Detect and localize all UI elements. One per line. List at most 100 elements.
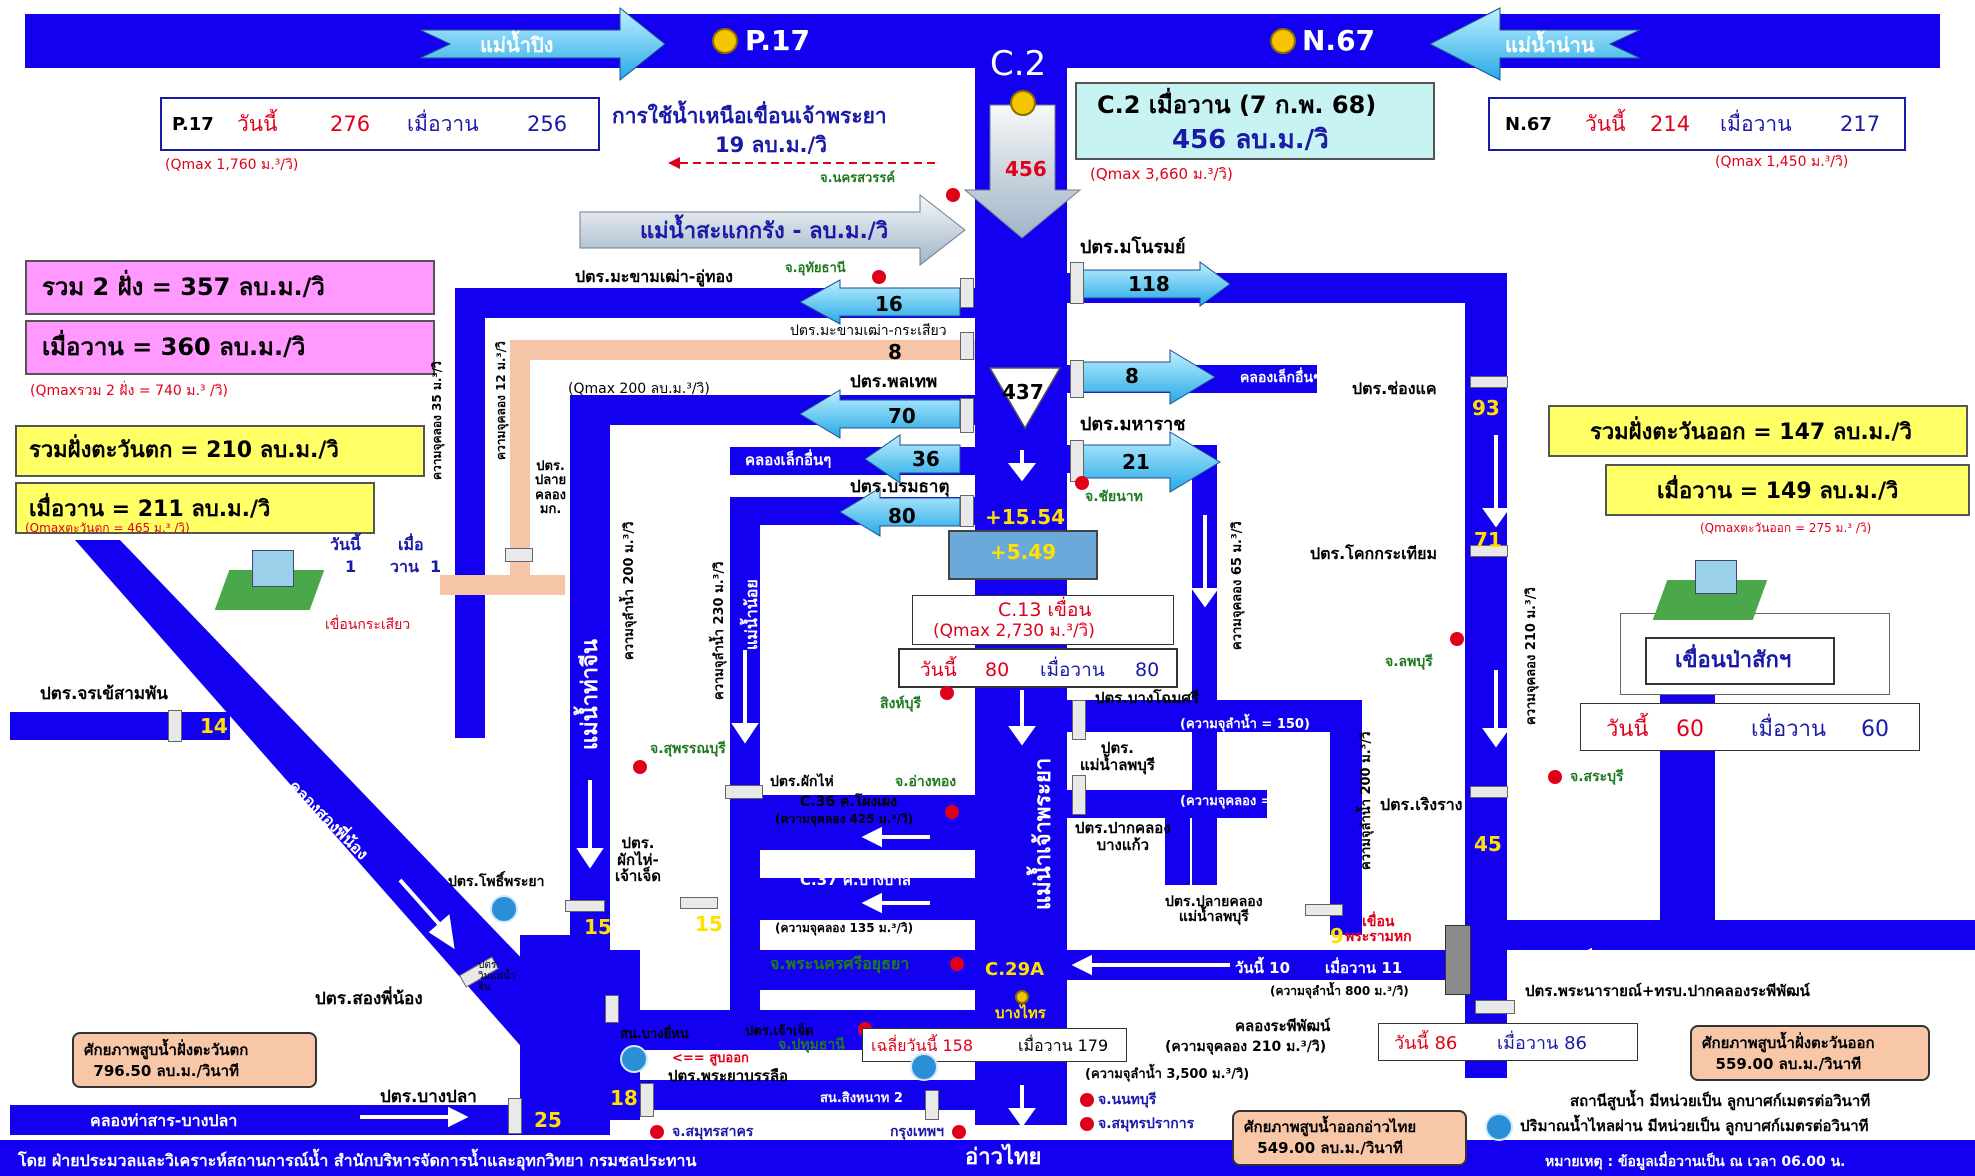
- pump-out-label: <== สูบออก: [672, 1051, 749, 1066]
- gate-phraya-banlue-icon: [640, 1083, 654, 1117]
- c36-capacity: (ความจุคลอง 425 ม.³/วิ): [775, 812, 914, 826]
- jorakhe-canal: [10, 712, 230, 740]
- gate-phonlathep-value: 70: [888, 404, 916, 428]
- pasak-dam-icon: [1652, 560, 1770, 620]
- gate-maharaj-value: 21: [1122, 450, 1150, 474]
- n67-yesterday-label: เมื่อวาน: [1720, 112, 1792, 136]
- gate-maharaj-name: ปตร.มหาราช: [1080, 414, 1186, 435]
- total-yesterday-box: เมื่อวาน = 360 ลบ.ม./วิ: [25, 320, 435, 375]
- pump-gulf-box: ศักยภาพสูบน้ำออกอ่าวไทย 549.00 ลบ.ม./วิน…: [1232, 1110, 1467, 1166]
- capacity-800: (ความจุลำน้ำ 800 ม.³/วิ): [1270, 984, 1409, 998]
- samut-sakhon-dot: [650, 1125, 664, 1139]
- gate-lek-east-name: คลองเล็กอื่นๆ: [1240, 370, 1321, 386]
- samut-sakhon-label: จ.สมุทรสาคร: [672, 1124, 754, 1140]
- gate-plai-khlong-lopburi-icon: [1305, 904, 1343, 916]
- ping-arrow: [419, 6, 666, 82]
- gate-song-phi-nong-name: ปตร.สองพี่น้อง: [315, 989, 423, 1009]
- gate-phak-hai-chaochet-value: 15: [695, 912, 723, 936]
- pump-west-text: ศักยภาพสูบน้ำฝั่งตะวันตก 796.50 ลบ.ม./วิ…: [84, 1041, 249, 1080]
- raphiphat-label: คลองระพีพัฒน์: [1235, 1017, 1331, 1035]
- gate-phak-hai-chaochet-name: ปตร. ผักไห่- เจ้าเจ็ด: [615, 834, 661, 885]
- bang-sai-label: บางไทร: [995, 1004, 1046, 1022]
- phong-pheng-canal: [760, 795, 975, 850]
- gate-manorom-value: 118: [1128, 272, 1170, 296]
- krasiao-today-label: วันนี้: [330, 535, 361, 554]
- rama6-today: วันนี้ 10: [1235, 959, 1291, 977]
- c36-label: C.36 ค.โผงเผง: [800, 794, 898, 810]
- ang-thong-dot: [945, 805, 959, 819]
- c13-yesterday-label: เมื่อวาน: [1040, 659, 1105, 681]
- n67-station-label: N.67: [1302, 24, 1376, 57]
- east-bank-yesterday-box: เมื่อวาน = 149 ลบ.ม./วิ: [1605, 464, 1970, 516]
- c13-today-label: วันนี้: [920, 659, 957, 681]
- bang-khonsri-label: ปตร.บางโฉมศรี: [1095, 689, 1200, 707]
- capacity-150: (ความจุลำน้ำ = 150): [1180, 717, 1310, 732]
- suphan-buri-label: จ.สุพรรณบุรี: [650, 741, 726, 757]
- gate-phra-narai-name: ปตร.พระนารายณ์+ทรบ.ปากคลองระพีพัฒน์: [1525, 982, 1810, 1000]
- pump-west-box: ศักยภาพสูบน้ำฝั่งตะวันตก 796.50 ลบ.ม./วิ…: [72, 1032, 317, 1088]
- arrow-21: [1079, 431, 1221, 493]
- tha-chin-label: แม่น้ำท่าจีน: [578, 639, 603, 750]
- p17-station-icon: [712, 28, 738, 54]
- small-gate-label: ปตร. วิมแม่น้ำ จีน: [478, 960, 516, 993]
- plai-khlong-mok-label: ปตร. ปลาย คลอง มก.: [535, 459, 567, 517]
- gate-jorakhe-value: 14: [200, 714, 228, 738]
- capacity-lopburi-200: ความจุลำน้ำ 200 ม.³/วิ: [1359, 731, 1374, 870]
- n67-yesterday: 217: [1840, 112, 1881, 136]
- west-bank-total: รวมฝั่งตะวันตก = 210 ลบ.ม./วิ: [29, 438, 339, 463]
- pump-station-icon: [1485, 1113, 1513, 1141]
- capacity-noi: ความจุลำน้ำ 230 ม.³/วิ: [712, 561, 727, 700]
- gate-phak-hai-icon: [725, 785, 763, 799]
- c2-box-line1: C.2 เมื่อวาน (7 ก.พ. 68): [1097, 91, 1377, 119]
- raphiphat-today: วันนี้ 86: [1394, 1033, 1458, 1054]
- gate-chong-khae-value: 93: [1472, 396, 1500, 420]
- c37-label: C.37 ค.บางบาล: [800, 871, 911, 889]
- samut-prakan-label: จ.สมุทรปราการ: [1098, 1116, 1195, 1132]
- ping-river-label: แม่น้ำปิง: [480, 33, 554, 57]
- raphiphat-flow-box: วันนี้ 86 เมื่อวาน 86: [1378, 1023, 1638, 1061]
- c2-box-line2: 456 ลบ.ม./วิ: [1172, 125, 1329, 155]
- capacity-3500: (ความจุลำน้ำ 3,500 ม.³/วิ): [1085, 1067, 1250, 1082]
- gate-phra-narai-icon: [1475, 1000, 1515, 1014]
- krasiao-yesterday: 1: [430, 557, 442, 576]
- footer-band: [0, 1140, 1975, 1176]
- krasiao-yesterday-label2: วาน: [390, 557, 419, 576]
- ayutthaya-dot: [950, 957, 964, 971]
- gate-phonlathep-name: ปตร.พลเทพ: [850, 372, 938, 392]
- gate-manorom-icon: [1070, 262, 1084, 304]
- bang-sai-flow-box: เฉลี่ยวันนี้ 158 เมื่อวาน 179: [862, 1028, 1127, 1062]
- gate-bang-khonsri-icon: [1072, 700, 1086, 740]
- gate-roengrang-icon: [1470, 786, 1508, 798]
- sing-buri-dot: [940, 686, 954, 700]
- gate-makham-uthong-value: 16: [875, 292, 903, 316]
- gate-manorom-name: ปตร.มโนรมย์: [1080, 237, 1186, 258]
- n67-box-name: N.67: [1505, 114, 1552, 135]
- arrow-80: [839, 487, 961, 537]
- bangkok-dot: [952, 1125, 966, 1139]
- gate-pho-phraya-value: 15: [584, 915, 612, 939]
- pak-khlong-bang-kaeo-label: ปตร.ปากคลอง บางแก้ว: [1075, 819, 1171, 854]
- nakhon-sawan-dot: [946, 188, 960, 202]
- lopburi-river-v: [1192, 445, 1217, 885]
- gate-bang-pla-value: 25: [534, 1108, 562, 1132]
- phra-ram-hok-dam-icon: [1445, 925, 1471, 995]
- east-bank-total-box: รวมฝั่งตะวันออก = 147 ลบ.ม./วิ: [1548, 405, 1968, 457]
- gate-makham-uthong-icon: [960, 278, 974, 308]
- chao-chet-label: ปตร.เจ้าเจ็ด: [745, 1024, 814, 1039]
- gate-chong-khae-name: ปตร.ช่องแค: [1352, 379, 1437, 398]
- gate-plai-khlong-lopburi-value: 9: [1330, 924, 1344, 948]
- capacity-tha-chin: ความจุลำน้ำ 200 ม.³/วิ: [622, 521, 637, 660]
- chao-phraya-label: แม่น้ำเจ้าพระยา: [1031, 757, 1056, 910]
- nan-arrow: [1428, 7, 1641, 81]
- flow-direction-arrows: [360, 435, 1660, 1128]
- west-bank-total-box: รวมฝั่งตะวันตก = 210 ลบ.ม./วิ: [15, 425, 425, 477]
- gate-chao-chet-icon: [605, 995, 619, 1023]
- gate-chong-khae-icon: [1470, 376, 1508, 388]
- chai-nat-label: จ.ชัยนาท: [1085, 489, 1143, 505]
- krasiao-yesterday-label: เมื่อ: [398, 535, 424, 554]
- flow-437: 437: [1002, 380, 1044, 404]
- pump-station-icon: [620, 1045, 648, 1073]
- c29a-label: C.29A: [985, 959, 1045, 980]
- c2-station-icon: [1010, 90, 1036, 116]
- krasiao-dam-name: เขื่อนกระเสียว: [325, 617, 411, 633]
